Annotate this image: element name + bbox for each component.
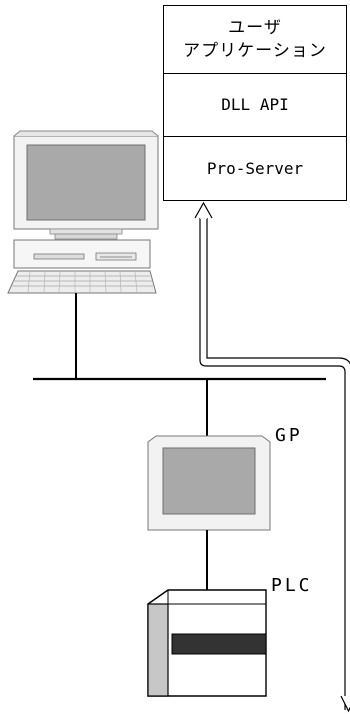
plc-label: PLC	[271, 575, 313, 596]
user-application-line1: ユーザ	[228, 17, 282, 38]
dll-api-layer: DLL API	[164, 73, 346, 137]
computer-icon	[7, 130, 159, 294]
pro-server-layer: Pro-Server	[206, 158, 304, 178]
gp-panel-icon	[147, 435, 271, 531]
data-flow-arrow	[194, 201, 350, 713]
user-application-layer: ユーザ アプリケーション	[164, 6, 346, 74]
software-stack: ユーザ アプリケーション DLL API Pro-Server	[163, 5, 347, 201]
gp-label: GP	[275, 425, 303, 446]
plc-icon	[147, 589, 267, 697]
user-application-line2: アプリケーション	[183, 40, 327, 61]
